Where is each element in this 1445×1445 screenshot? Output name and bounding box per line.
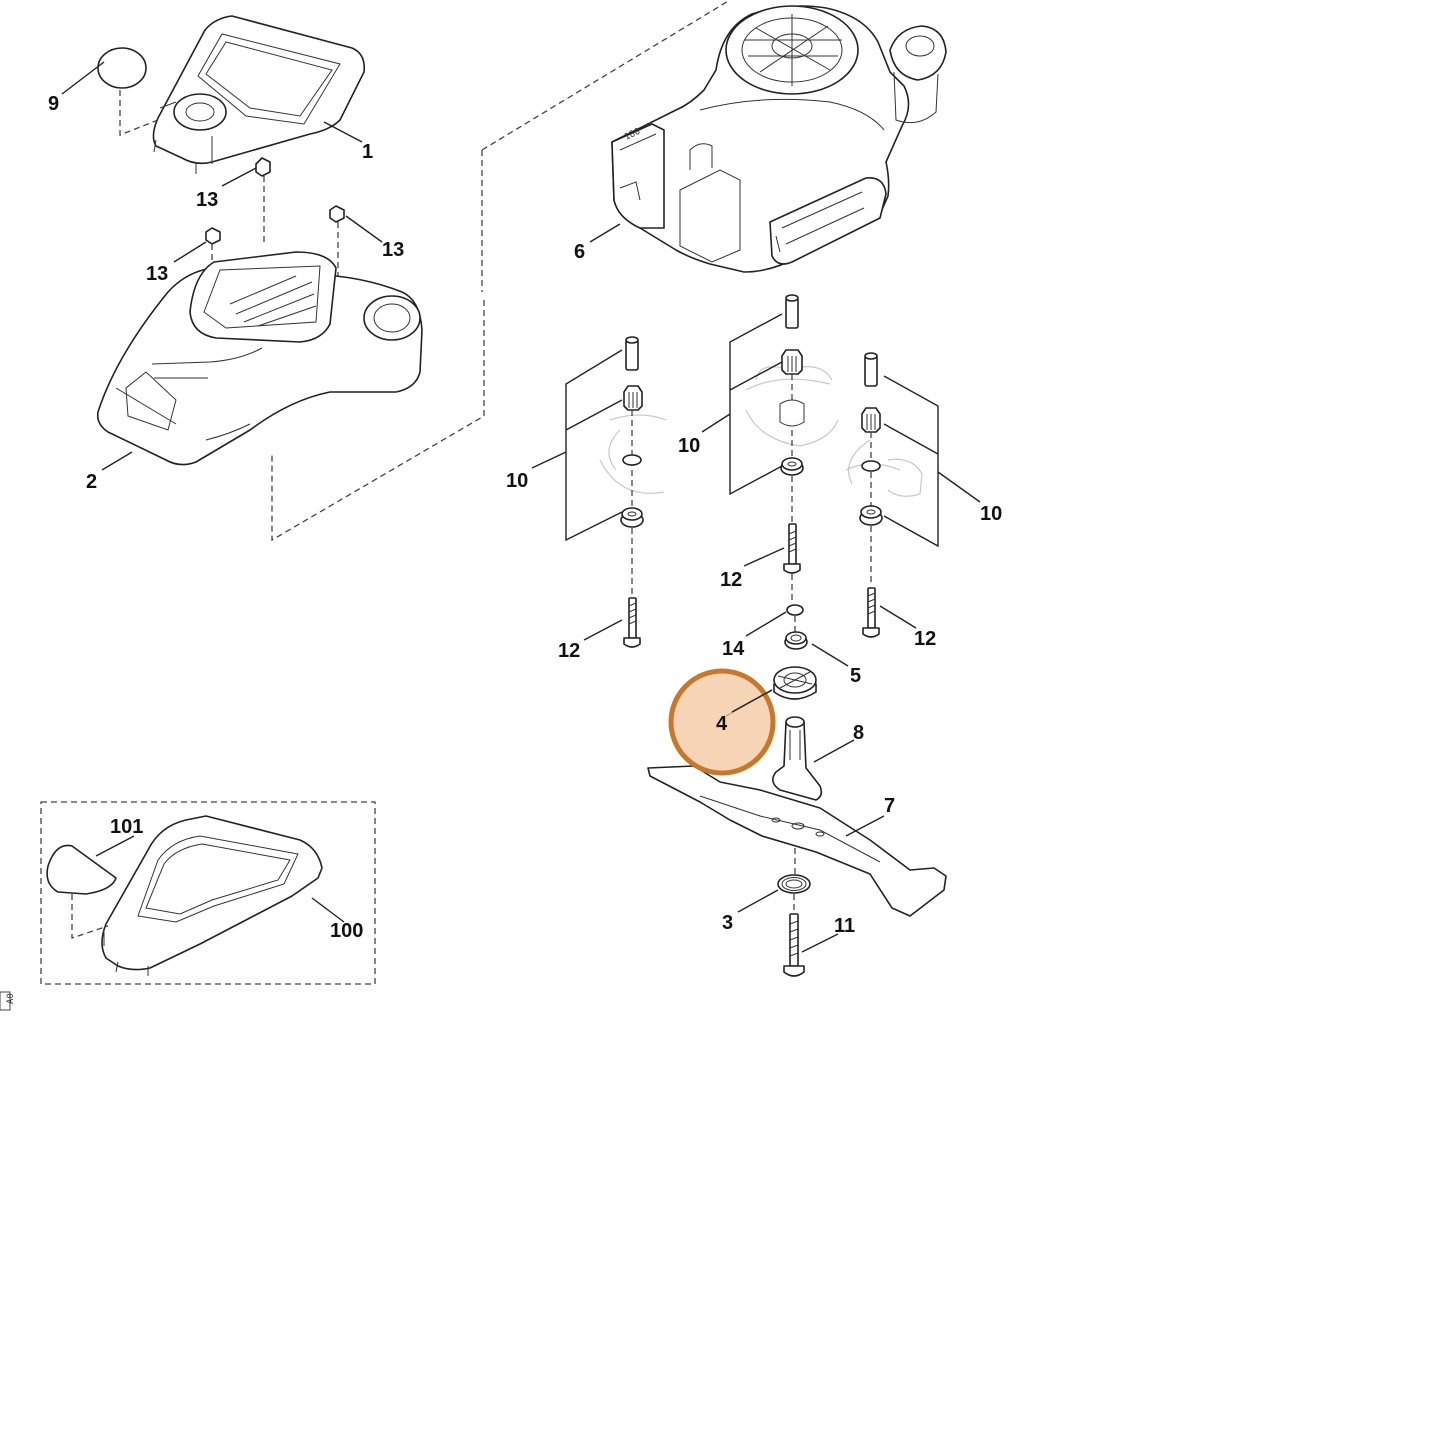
label-12b[interactable]: 12 xyxy=(558,640,580,662)
label-2[interactable]: 2 xyxy=(86,471,97,493)
engine-part-6[interactable]: 180 xyxy=(611,5,947,273)
bolt-top-middle[interactable] xyxy=(785,294,799,329)
spacer-top-right[interactable] xyxy=(861,407,881,433)
label-10b[interactable]: 10 xyxy=(678,435,700,457)
left-bolt-stack xyxy=(565,336,667,648)
nut-part-13-left[interactable] xyxy=(205,227,221,245)
leader-4-over xyxy=(731,689,773,713)
dash-leader-101 xyxy=(71,894,109,939)
nut-part-13-right[interactable] xyxy=(329,205,345,223)
label-12a[interactable]: 12 xyxy=(720,569,742,591)
label-1[interactable]: 1 xyxy=(362,141,373,163)
label-12c[interactable]: 12 xyxy=(914,628,936,650)
ring-part-5[interactable] xyxy=(784,631,808,650)
bolt-top-left[interactable] xyxy=(625,336,639,371)
washer-mid-left[interactable] xyxy=(622,454,642,466)
highlight-circle[interactable] xyxy=(668,668,776,776)
label-9[interactable]: 9 xyxy=(48,93,59,115)
label-8[interactable]: 8 xyxy=(853,722,864,744)
label-101[interactable]: 101 xyxy=(110,816,143,838)
label-13a[interactable]: 13 xyxy=(196,189,218,211)
grommet-right[interactable] xyxy=(859,505,883,526)
washer-mid-right[interactable] xyxy=(861,460,881,472)
dash-right-2 xyxy=(271,300,485,542)
top-cover-part-1[interactable] xyxy=(152,15,366,174)
label-7[interactable]: 7 xyxy=(884,795,895,817)
label-10c[interactable]: 10 xyxy=(980,503,1002,525)
part-labels: 9 1 13 13 13 2 6 10 10 10 12 12 12 14 5 … xyxy=(48,93,1002,942)
bracket-left-10 xyxy=(565,349,623,542)
top-cover-part-100[interactable] xyxy=(101,815,323,976)
grommet-left[interactable] xyxy=(620,507,644,528)
side-code-text: A0 xyxy=(6,993,16,1004)
blade-adapter-part-8[interactable] xyxy=(772,716,823,801)
middle-bolt-stack xyxy=(729,294,839,574)
bolt-bottom-right-part-12[interactable] xyxy=(862,587,880,638)
label-13b[interactable]: 13 xyxy=(146,263,168,285)
bolt-middle-part-12[interactable] xyxy=(783,523,801,574)
bolt-bottom-left-part-12[interactable] xyxy=(623,597,641,648)
label-14[interactable]: 14 xyxy=(722,638,745,660)
label-6[interactable]: 6 xyxy=(574,241,585,263)
dash-leader-9 xyxy=(119,90,159,136)
label-11[interactable]: 11 xyxy=(834,915,855,937)
spacer-top-middle[interactable] xyxy=(781,349,803,375)
cap-part-101[interactable] xyxy=(46,844,117,895)
right-bolt-stack xyxy=(845,352,939,638)
engine-hood-part-2[interactable] xyxy=(96,251,423,466)
bolt-part-11[interactable] xyxy=(783,913,805,977)
bracket-right-10 xyxy=(883,375,939,548)
washer-part-3[interactable] xyxy=(777,874,811,894)
sleeve-middle[interactable] xyxy=(779,399,805,427)
dash-diagonal xyxy=(481,0,731,151)
label-10a[interactable]: 10 xyxy=(506,470,528,492)
oval-cap-part-9[interactable] xyxy=(97,47,147,89)
fan-hub-part-4[interactable] xyxy=(773,666,817,700)
optional-kit-box xyxy=(40,801,376,985)
label-100[interactable]: 100 xyxy=(330,920,363,942)
label-13c[interactable]: 13 xyxy=(382,239,404,261)
nut-part-13-top[interactable] xyxy=(255,157,271,177)
spacer-top-left[interactable] xyxy=(623,385,643,411)
blade-part-7[interactable] xyxy=(647,765,947,917)
side-code: A0 xyxy=(0,991,16,1011)
bracket-middle-10 xyxy=(729,313,783,496)
label-3[interactable]: 3 xyxy=(722,912,733,934)
washer-part-14[interactable] xyxy=(786,604,804,616)
grommet-middle[interactable] xyxy=(780,457,804,476)
label-5[interactable]: 5 xyxy=(850,665,861,687)
bolt-top-right[interactable] xyxy=(864,352,878,387)
label-4[interactable]: 4 xyxy=(716,713,728,735)
